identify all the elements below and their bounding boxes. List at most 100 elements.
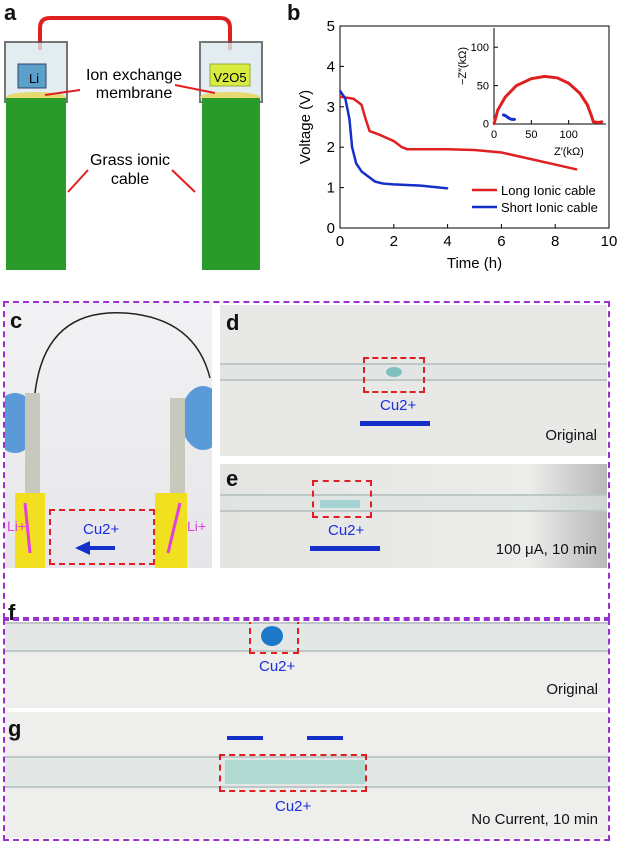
data-point xyxy=(374,180,376,183)
li-label-right: Li+ xyxy=(187,518,207,534)
data-point xyxy=(379,134,382,136)
data-point xyxy=(504,114,507,117)
data-point xyxy=(556,76,559,80)
data-point xyxy=(352,97,355,100)
data-point xyxy=(597,121,600,124)
data-point xyxy=(446,187,449,190)
li-block xyxy=(17,63,47,89)
left-arrow-icon xyxy=(360,421,430,426)
data-point xyxy=(506,115,509,119)
x-tick-label: 6 xyxy=(497,233,505,250)
inset-y-label: −Z″(kΩ) xyxy=(457,47,469,85)
data-point xyxy=(360,170,363,173)
legend-label: Long Ionic cable xyxy=(501,183,596,198)
data-point xyxy=(364,118,367,120)
data-point xyxy=(401,146,403,148)
data-point xyxy=(592,120,595,123)
data-point xyxy=(492,122,496,126)
data-point xyxy=(446,148,449,151)
panel-label-g: g xyxy=(8,716,22,741)
data-point xyxy=(601,120,604,123)
x-tick-label: 10 xyxy=(601,233,618,250)
li-label-left: Li+ xyxy=(7,518,27,534)
v2o5-block xyxy=(209,63,251,87)
data-point xyxy=(368,130,371,132)
wire xyxy=(38,16,232,50)
x-tick-label: 2 xyxy=(390,233,398,250)
cu-label-g: Cu2+ xyxy=(275,798,312,815)
frame-cde xyxy=(3,301,610,619)
data-point xyxy=(496,108,499,112)
inset-x-label: Z′(kΩ) xyxy=(554,146,584,158)
li-label: Li xyxy=(29,71,39,86)
x-axis-label: Time (h) xyxy=(447,255,502,272)
cable-label-1: Grass ionic xyxy=(90,152,170,169)
v2o5-label: V2O5 xyxy=(213,70,246,85)
caption-g: No Current, 10 min xyxy=(471,811,598,828)
panel-label-b: b xyxy=(287,0,301,25)
panel-label-f: f xyxy=(8,600,16,625)
data-point xyxy=(393,183,395,186)
data-point xyxy=(351,146,353,148)
caption-e: 100 μA, 10 min xyxy=(495,541,597,558)
cable-label-2: cable xyxy=(111,171,149,188)
series-line-0 xyxy=(492,74,603,125)
data-point xyxy=(527,157,530,160)
x-tick-label: 0 xyxy=(336,233,344,250)
left-arrow-icon xyxy=(310,546,380,551)
photo-g: Cu2+ No Current, 10 min xyxy=(5,712,608,838)
y-tick-label: 1 xyxy=(327,180,335,197)
data-point xyxy=(530,77,533,80)
y-tick-label: 4 xyxy=(327,58,335,75)
panel-label-e: e xyxy=(226,466,239,491)
y-tick-label: 100 xyxy=(471,42,489,54)
y-tick-label: 3 xyxy=(327,99,335,116)
data-point xyxy=(360,103,363,106)
c-highlight-box xyxy=(49,509,155,565)
d-highlight-box xyxy=(363,357,425,393)
data-point xyxy=(586,103,589,107)
data-point xyxy=(554,163,556,166)
cu-label-c: Cu2+ xyxy=(83,521,120,538)
photo-f: Cu2+ Original xyxy=(5,622,608,708)
series-line-0 xyxy=(339,95,577,171)
left-arrow-icon xyxy=(227,736,263,740)
cable xyxy=(220,494,607,512)
data-point xyxy=(419,184,422,187)
photo-c: Cu2+ Li+ Li+ xyxy=(5,303,212,568)
y-axis-label: Voltage (V) xyxy=(297,90,314,164)
frame-fg xyxy=(3,619,610,841)
cu-label-e: Cu2+ xyxy=(328,522,365,539)
series-line-1 xyxy=(338,89,448,190)
data-point xyxy=(344,97,347,100)
data-point xyxy=(393,140,395,142)
data-point xyxy=(513,118,517,121)
data-point xyxy=(567,82,570,85)
data-point xyxy=(589,113,593,116)
data-point xyxy=(339,89,341,92)
data-point xyxy=(504,95,507,99)
data-point xyxy=(575,168,578,171)
right-grass-cable xyxy=(202,98,260,270)
y-tick-label: 50 xyxy=(477,80,489,92)
photo-e: Cu2+ 100 μA, 10 min xyxy=(220,464,607,568)
data-point xyxy=(578,92,582,95)
data-point xyxy=(406,148,409,151)
x-tick-label: 50 xyxy=(525,129,537,141)
data-point xyxy=(543,75,546,78)
y-tick-label: 0 xyxy=(483,119,489,131)
x-tick-label: 0 xyxy=(491,129,497,141)
data-point xyxy=(339,95,341,98)
data-point xyxy=(473,149,476,151)
battery-schematic: Li V2O5 Ion exchange membrane Grass ioni… xyxy=(4,16,263,270)
x-tick-label: 100 xyxy=(559,129,577,141)
data-point xyxy=(501,113,505,116)
data-point xyxy=(510,118,514,121)
data-point xyxy=(508,117,511,120)
f-highlight-box xyxy=(249,622,299,654)
legend-label: Short Ionic cable xyxy=(501,200,598,215)
left-grass-cable xyxy=(6,98,66,270)
y-tick-label: 5 xyxy=(327,18,335,35)
caption-f: Original xyxy=(546,681,598,698)
